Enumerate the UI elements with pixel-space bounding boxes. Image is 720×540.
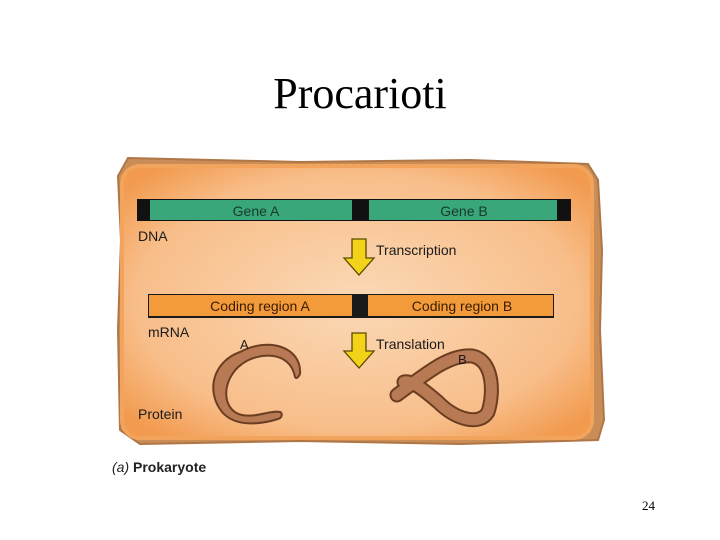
dna-label: DNA (138, 228, 168, 244)
transcription-arrow-icon (342, 238, 376, 276)
gene-b-label: Gene B (440, 203, 487, 219)
transcription-label: Transcription (376, 242, 456, 258)
protein-b-label: B (458, 352, 467, 367)
coding-region-a-label: Coding region A (210, 298, 310, 314)
mrna-label: mRNA (148, 324, 190, 340)
translation-arrow-icon (342, 332, 376, 369)
protein-a-shape (212, 343, 302, 425)
gene-b-segment (369, 200, 557, 220)
coding-region-a-segment (149, 295, 352, 316)
coding-region-b-label: Coding region B (412, 298, 512, 314)
protein-a-label: A (240, 337, 249, 352)
translation-label: Translation (376, 336, 445, 352)
slide-title: Procarioti (273, 69, 447, 118)
protein-b-shape (389, 348, 499, 428)
dna-bar: Gene A Gene B (137, 199, 571, 221)
page-number: 24 (642, 498, 655, 513)
figure-caption: (a) Prokaryote (112, 459, 206, 475)
coding-region-b-segment (368, 295, 553, 316)
mrna-bar: Coding region A Coding region B (148, 294, 554, 318)
protein-label: Protein (138, 406, 182, 422)
caption-tag: (a) (112, 459, 130, 475)
caption-word: Prokaryote (133, 459, 207, 475)
gene-a-segment (150, 200, 352, 220)
gene-a-label: Gene A (233, 203, 280, 219)
